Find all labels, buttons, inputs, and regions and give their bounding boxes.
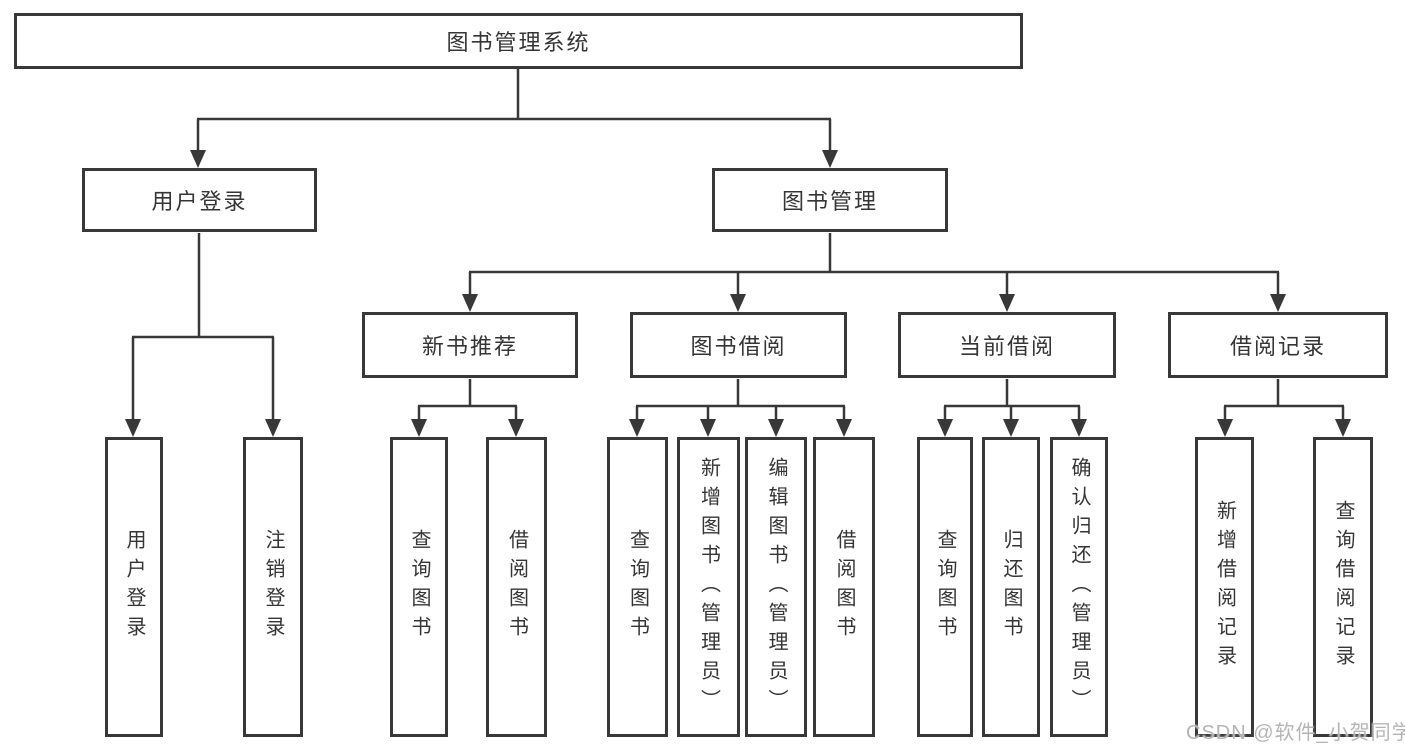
leaf-query-books-recommend: 查询图书 [390,437,448,737]
leaf-label: 借阅图书 [833,529,855,645]
leaf-query-books-borrow: 查询图书 [607,437,668,737]
leaf-label: 查询借阅记录 [1332,500,1354,674]
leaf-add-book-admin: 新增图书（管理员） [677,437,740,737]
node-label: 图书管理 [781,189,878,214]
leaf-add-borrow-record: 新增借阅记录 [1195,437,1254,737]
node-current-borrow: 当前借阅 [898,312,1116,378]
leaf-label: 查询图书 [934,529,956,645]
leaf-label: 查询图书 [626,529,649,645]
watermark-text: CSDN @软件_小贺同学 [1186,722,1405,744]
leaf-label: 用户登录 [123,529,145,645]
leaf-label: 注销登录 [262,529,284,645]
leaf-label: 编辑图书（管理员） [765,456,787,718]
node-label: 图书借阅 [690,334,787,359]
leaf-user-login: 用户登录 [105,437,163,737]
leaf-borrow-books-recommend: 借阅图书 [486,437,547,737]
leaf-label: 查询图书 [408,529,430,645]
leaf-query-books-current: 查询图书 [917,437,973,737]
leaf-confirm-return-admin: 确认归还（管理员） [1050,437,1108,737]
node-label: 图书管理系统 [446,30,591,55]
node-label: 新书推荐 [421,334,518,359]
leaf-label: 新增借阅记录 [1213,500,1236,674]
leaf-edit-book-admin: 编辑图书（管理员） [745,437,807,737]
leaf-borrow-books: 借阅图书 [813,437,875,737]
leaf-logout: 注销登录 [243,437,303,737]
node-new-book-recommend: 新书推荐 [362,312,578,378]
node-label: 当前借阅 [958,334,1055,359]
leaf-label: 新增图书（管理员） [697,456,720,718]
leaf-return-book: 归还图书 [982,437,1040,737]
leaf-label: 归还图书 [1000,529,1022,645]
node-label: 用户登录 [151,189,248,214]
node-library-system: 图书管理系统 [14,13,1023,69]
leaf-label: 确认归还（管理员） [1068,456,1090,718]
node-book-borrow: 图书借阅 [630,312,847,378]
node-borrow-records: 借阅记录 [1168,312,1388,378]
node-label: 借阅记录 [1229,334,1326,359]
leaf-query-borrow-record: 查询借阅记录 [1313,437,1373,737]
node-user-login: 用户登录 [82,168,317,232]
leaf-label: 借阅图书 [505,529,528,645]
node-book-management: 图书管理 [712,168,948,232]
